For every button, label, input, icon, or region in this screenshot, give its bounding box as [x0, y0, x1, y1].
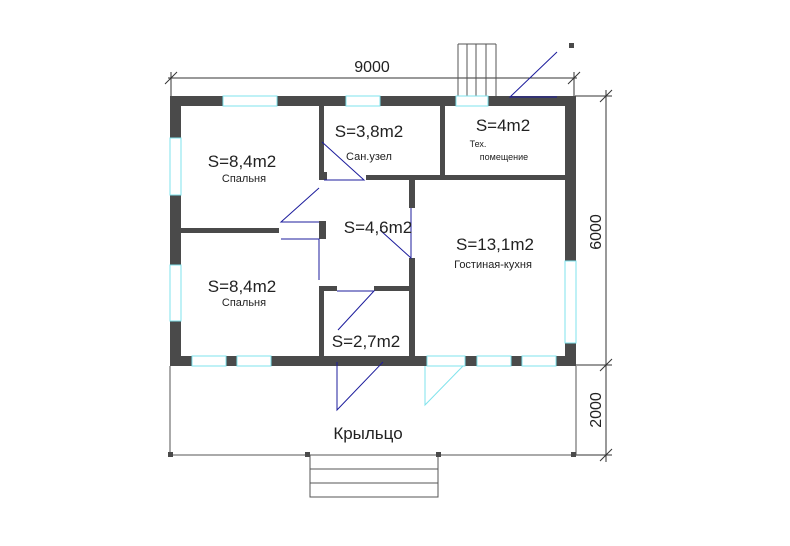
- height-dimension-label: 6000: [588, 214, 605, 250]
- tech-room-name-line1: Тех.: [470, 139, 487, 149]
- porch-label: Крыльцо: [333, 424, 402, 443]
- living-kitchen-area: S=13,1m2: [456, 235, 534, 254]
- bathroom-name: Сан.узел: [346, 151, 392, 163]
- back-stairs: [457, 43, 574, 97]
- closet-area: S=2,7m2: [332, 332, 401, 351]
- porch-dimension-label: 2000: [588, 392, 605, 428]
- bedroom-bottom-name: Спальня: [222, 297, 266, 309]
- living-kitchen-name: Гостиная-кухня: [454, 259, 532, 271]
- dimension-lines: [164, 71, 613, 462]
- width-dimension-label: 9000: [354, 59, 390, 76]
- tech-room-area: S=4m2: [476, 116, 530, 135]
- bedroom-top-name: Спальня: [222, 173, 266, 185]
- tech-room-name-line2: помещение: [480, 152, 528, 162]
- bedroom-bottom-area: S=8,4m2: [208, 277, 277, 296]
- porch: [168, 366, 577, 457]
- front-stairs: [305, 452, 441, 498]
- bedroom-top-area: S=8,4m2: [208, 152, 277, 171]
- door-swings: [279, 51, 558, 412]
- windows: [169, 95, 577, 367]
- hall-area: S=4,6m2: [344, 218, 413, 237]
- bathroom-area: S=3,8m2: [335, 122, 404, 141]
